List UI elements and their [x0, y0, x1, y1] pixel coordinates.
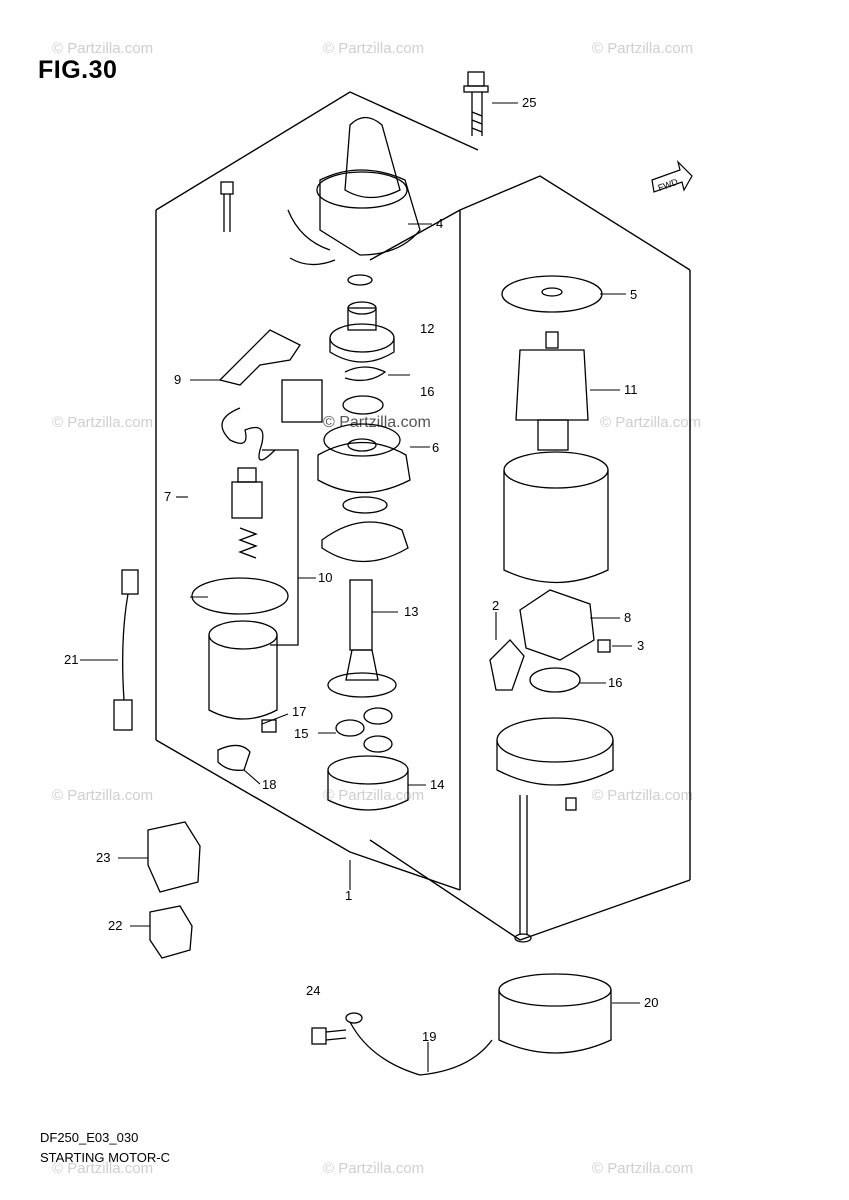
plate-16: [529, 667, 581, 693]
o-ring: [342, 496, 388, 514]
plunger-7: [231, 467, 263, 519]
solenoid-cover-4: [287, 116, 421, 266]
gasket: [321, 521, 409, 563]
callout-3: 3: [637, 638, 644, 653]
callout-19: 19: [422, 1029, 436, 1044]
model-code: DF250_E03_030: [40, 1130, 139, 1145]
watermark: © Partzilla.com: [592, 1160, 694, 1177]
callout-bracket-10: [262, 449, 299, 646]
screw: [565, 797, 577, 811]
solenoid-body-10: [208, 620, 278, 733]
callout-5: 5: [630, 287, 637, 302]
lead-wire-21: [113, 569, 139, 731]
washer: [347, 274, 373, 286]
callout-6: 6: [432, 440, 439, 455]
housing-outline-left: [155, 91, 479, 891]
yoke: [503, 451, 609, 584]
snap-ring-16: [344, 366, 387, 382]
snap-ring: [342, 395, 384, 415]
brush-2: [489, 639, 525, 691]
watermark: © Partzilla.com: [52, 787, 154, 804]
callout-4: 4: [436, 216, 443, 231]
callout-24: 24: [306, 983, 320, 998]
pinion-gear-12: [329, 301, 395, 363]
watermark: © Partzilla.com: [600, 414, 702, 431]
watermark-center: © Partzilla.com: [323, 414, 431, 431]
ground-cable-19: [349, 1021, 493, 1076]
callout-labels: 1234567891011121314151616171819202122232…: [64, 95, 658, 1044]
shift-lever-9: [218, 329, 301, 386]
figure-title: FIG.30: [38, 56, 118, 84]
planet-gears-15: [335, 707, 393, 753]
callout-16: 16: [420, 384, 434, 399]
watermark: © Partzilla.com: [52, 1160, 154, 1177]
watermark: © Partzilla.com: [323, 787, 425, 804]
lever-holder: [281, 379, 323, 423]
watermark: © Partzilla.com: [323, 1160, 425, 1177]
plate-5: [501, 275, 603, 313]
watermark: © Partzilla.com: [323, 40, 425, 57]
band-20: [498, 973, 612, 1054]
callout-12: 12: [420, 321, 434, 336]
callout-23: 23: [96, 850, 110, 865]
fwd-arrow-icon: [651, 160, 693, 193]
rear-end-cover: [496, 717, 614, 786]
housing-outline-right: [369, 175, 691, 941]
armature-11: [515, 331, 589, 451]
cable-terminal: [345, 1012, 363, 1024]
spring-wire: [221, 407, 276, 461]
callout-11: 11: [624, 382, 638, 397]
callout-22: 22: [108, 918, 122, 933]
figure-caption: STARTING MOTOR-C: [40, 1150, 170, 1165]
callout-7: 7: [164, 489, 171, 504]
callout-17: 17: [292, 704, 306, 719]
shaft-13: [327, 579, 397, 698]
callout-25: 25: [522, 95, 536, 110]
internal-gear-14: [327, 755, 409, 811]
watermark: © Partzilla.com: [52, 40, 154, 57]
callout-2: 2: [492, 598, 499, 613]
callout-14: 14: [430, 777, 444, 792]
callout-15: 15: [294, 726, 308, 741]
bolt-25: [463, 71, 489, 136]
nut-3: [597, 639, 611, 653]
bolt-small: [220, 181, 234, 232]
callout-1: 1: [345, 888, 352, 903]
watermark: © Partzilla.com: [592, 40, 694, 57]
callout-8: 8: [624, 610, 631, 625]
callout-18: 18: [262, 777, 276, 792]
callout-9: 9: [174, 372, 181, 387]
callout-16: 16: [608, 675, 622, 690]
plate: [191, 577, 289, 615]
callout-10: 10: [318, 570, 332, 585]
relay-22: [149, 905, 193, 959]
brush-holder-8: [519, 589, 595, 661]
watermark: © Partzilla.com: [52, 414, 154, 431]
gear-housing-6: [317, 423, 411, 494]
relay-23: [147, 821, 201, 893]
callout-21: 21: [64, 652, 78, 667]
spring: [238, 527, 258, 559]
through-bolt: [514, 795, 532, 943]
callout-20: 20: [644, 995, 658, 1010]
bolt-24: [311, 1027, 347, 1045]
clip-18: [217, 744, 251, 771]
watermark: © Partzilla.com: [592, 787, 694, 804]
leader-lines: [80, 102, 640, 1072]
callout-13: 13: [404, 604, 418, 619]
